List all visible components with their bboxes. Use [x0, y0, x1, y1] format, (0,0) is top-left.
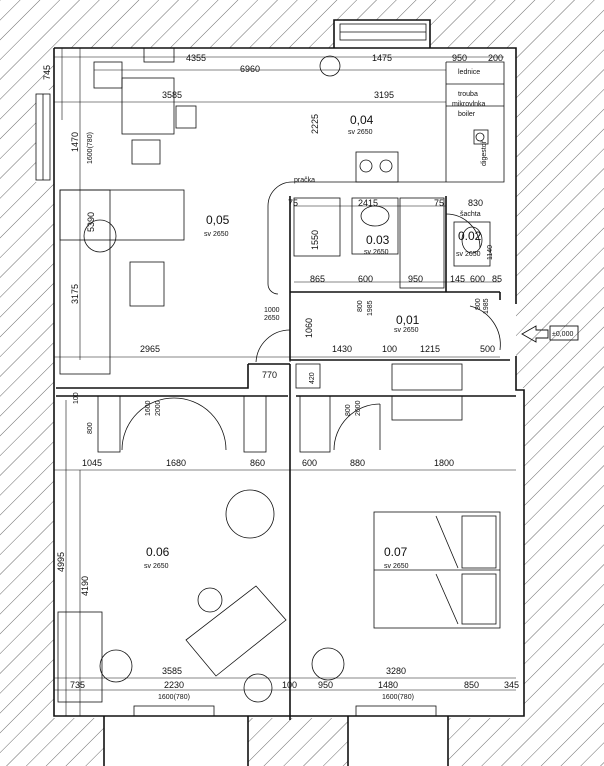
- door-label-1600: 1600: [145, 400, 152, 416]
- dim-v-420: 420: [309, 372, 316, 384]
- window-label-a: 1600(780): [158, 694, 190, 701]
- dim-mid-1680: 1680: [166, 458, 186, 468]
- dim-mid-860: 860: [250, 458, 265, 468]
- room-005-height: sv 2650: [204, 231, 229, 238]
- dim-row-100: 100: [382, 344, 397, 354]
- door-label-2000: 2000: [155, 400, 162, 416]
- building-interior: [36, 20, 524, 766]
- door-label-2650: 2650: [264, 315, 280, 322]
- dim-v-75b: 75: [434, 198, 444, 208]
- dim-row-500: 500: [480, 344, 495, 354]
- dim-left-745: 745: [42, 65, 52, 80]
- dim-v-600a: 600: [358, 274, 373, 284]
- dim-v-950: 950: [408, 274, 423, 284]
- label-entry-level: ±0,000: [552, 331, 573, 338]
- dim-bot-3280: 3280: [386, 666, 406, 676]
- room-003-number: 0.03: [366, 233, 390, 247]
- kitchen-counter: [267, 61, 505, 295]
- dim-row-770: 770: [262, 370, 277, 380]
- label-boiler: boiler: [458, 111, 476, 118]
- room-006-height: sv 2650: [144, 563, 169, 570]
- dim-row-2965: 2965: [140, 344, 160, 354]
- plant-icons: [243, 55, 345, 703]
- windows: [35, 23, 463, 717]
- dim-left-4995: 4995: [56, 552, 66, 572]
- room-007-height: sv 2650: [384, 563, 409, 570]
- dim-bot-345: 345: [504, 680, 519, 690]
- dim-mid-1800: 1800: [434, 458, 454, 468]
- room-001-height: sv 2650: [394, 327, 419, 334]
- dim-v-600b: 600: [470, 274, 485, 284]
- dim-v-1060: 1060: [304, 318, 314, 338]
- dim-bot-1480: 1480: [378, 680, 398, 690]
- dim-bot-950: 950: [318, 680, 333, 690]
- dim-mid-1045: 1045: [82, 458, 102, 468]
- room-002-number: 0.02: [458, 229, 482, 243]
- dim-left-5390: 5390: [86, 212, 96, 232]
- door-label-800c: 800: [345, 404, 352, 416]
- dim-v-75a: 75: [288, 198, 298, 208]
- dim-left-4190: 4190: [80, 576, 90, 596]
- dim-bot-3585: 3585: [162, 666, 182, 676]
- dim-mid-600: 600: [302, 458, 317, 468]
- dim-row-1430: 1430: [332, 344, 352, 354]
- room-005-number: 0,05: [206, 213, 230, 227]
- door-label-800: 800: [357, 300, 364, 312]
- room-002-height: sv 2650: [456, 251, 481, 258]
- dim-left-1600: 1600(780): [87, 132, 94, 164]
- entry-arrow: [521, 325, 579, 343]
- dim-top-6960: 6960: [240, 64, 260, 74]
- room-001-number: 0,01: [396, 313, 420, 327]
- dimension-lines: [54, 48, 516, 716]
- dim-v-865: 865: [310, 274, 325, 284]
- dim-left-3175: 3175: [70, 284, 80, 304]
- room-006-number: 0.06: [146, 545, 170, 559]
- label-lednice: lednice: [458, 69, 480, 76]
- room-004-number: 0,04: [350, 113, 374, 127]
- dim-v-145: 145: [450, 274, 465, 284]
- dim-v-830: 830: [468, 198, 483, 208]
- dim-v-1550: 1550: [310, 230, 320, 250]
- dim-left-1470: 1470: [70, 132, 80, 152]
- door-label-2000b: 2000: [355, 400, 362, 416]
- dim-v-2225: 2225: [310, 114, 320, 134]
- dim-v-100: 100: [73, 392, 80, 404]
- label-digestor: digestoř: [481, 140, 488, 166]
- dim-top-1475: 1475: [372, 53, 392, 63]
- dim-mid-880: 880: [350, 458, 365, 468]
- dim-bot-100: 100: [282, 680, 297, 690]
- dim-row-1215: 1215: [420, 344, 440, 354]
- room-004-height: sv 2650: [348, 129, 373, 136]
- dim-top-200: 200: [488, 53, 503, 63]
- door-label-1000: 1000: [264, 307, 280, 314]
- dim-bot-735: 735: [70, 680, 85, 690]
- room-007-furniture: [373, 511, 501, 629]
- window-label-b: 1600(780): [382, 694, 414, 701]
- door-label-1985b: 1985: [483, 298, 490, 314]
- dim-bot-2230: 2230: [164, 680, 184, 690]
- dim-row-3585: 3585: [162, 90, 182, 100]
- dim-v-1140: 1140: [487, 245, 494, 260]
- room-007-number: 0.07: [384, 545, 408, 559]
- dim-v-85: 85: [492, 274, 502, 284]
- room-003-height: sv 2650: [364, 249, 389, 256]
- living-furniture: [59, 47, 197, 375]
- label-trouba: trouba: [458, 91, 478, 98]
- dim-row-3195: 3195: [374, 90, 394, 100]
- label-mikrovlnka: mikrovlnka: [452, 101, 486, 108]
- door-label-1985: 1985: [367, 300, 374, 316]
- dim-top-4355: 4355: [186, 53, 206, 63]
- dim-v-2415: 2415: [358, 198, 378, 208]
- door-label-800b: 800: [475, 298, 482, 310]
- label-sachta: šachta: [460, 211, 481, 218]
- dim-v-800: 800: [87, 422, 94, 434]
- dim-top-950: 950: [452, 53, 467, 63]
- dim-bot-850: 850: [464, 680, 479, 690]
- door-swings: [121, 213, 501, 451]
- label-pracka: pračka: [294, 177, 315, 184]
